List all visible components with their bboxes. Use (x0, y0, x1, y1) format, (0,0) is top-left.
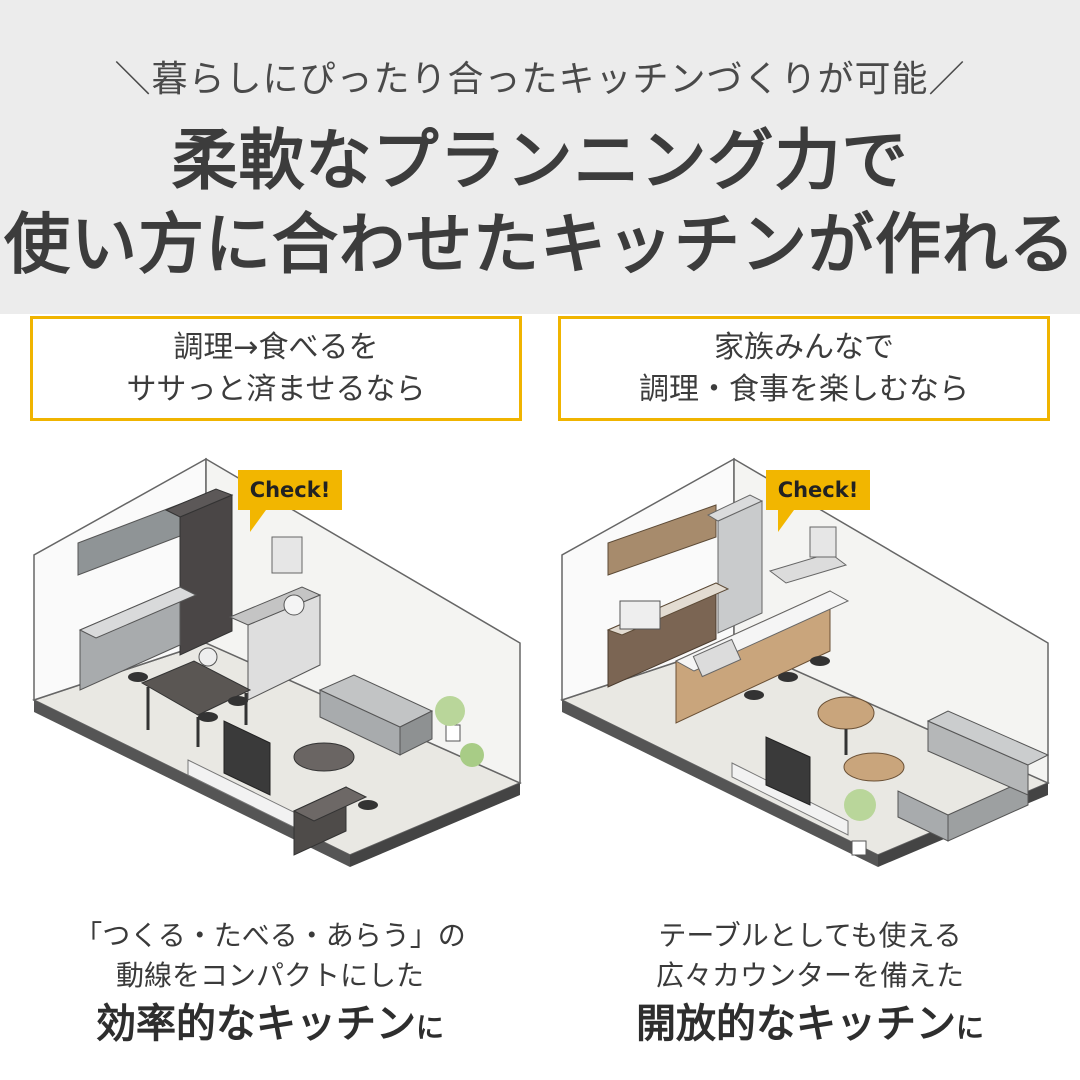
caption-line-2: 動線をコンパクトにした (115, 959, 424, 992)
usage-box-compact: 調理→食べるを ササっと済ませるなら (30, 316, 522, 421)
header-banner: ＼暮らしにぴったり合ったキッチンづくりが可能／ 柔軟なプランニング力で 使い方に… (0, 0, 1080, 314)
caption-line-1: テーブルとしても使える (658, 919, 962, 952)
caption-suffix: に (415, 1011, 444, 1044)
usage-box-line-1: 調理→食べるを (173, 330, 379, 366)
headline-line-2: 使い方に合わせたキッチンが作れる (4, 206, 1076, 283)
usage-box-line-1: 家族みんなで (714, 330, 894, 366)
tagline: ＼暮らしにぴったり合ったキッチンづくりが可能／ (114, 59, 966, 100)
compact-kitchen-illustration-icon (32, 457, 522, 867)
caption-emphasis-text: 開放的なキッチン (635, 1001, 956, 1047)
caption-suffix: に (955, 1011, 984, 1044)
check-badge: Check! (766, 470, 870, 532)
caption-line-1: 「つくる・たべる・あらう」の (74, 919, 466, 952)
caption-emphasis: 効率的なキッチンに (0, 1004, 540, 1044)
caption-emphasis-text: 効率的なキッチン (95, 1001, 416, 1047)
usage-box-line-2: ササっと済ませるなら (126, 371, 426, 407)
check-badge: Check! (238, 470, 342, 532)
caption-line-2: 広々カウンターを備えた (655, 959, 964, 992)
open-kitchen-illustration-icon (560, 457, 1050, 867)
usage-box-open: 家族みんなで 調理・食事を楽しむなら (558, 316, 1050, 421)
usage-box-line-2: 調理・食事を楽しむなら (639, 371, 969, 407)
caption-emphasis: 開放的なキッチンに (540, 1004, 1080, 1044)
headline-line-1: 柔軟なプランニング力で (171, 122, 909, 199)
